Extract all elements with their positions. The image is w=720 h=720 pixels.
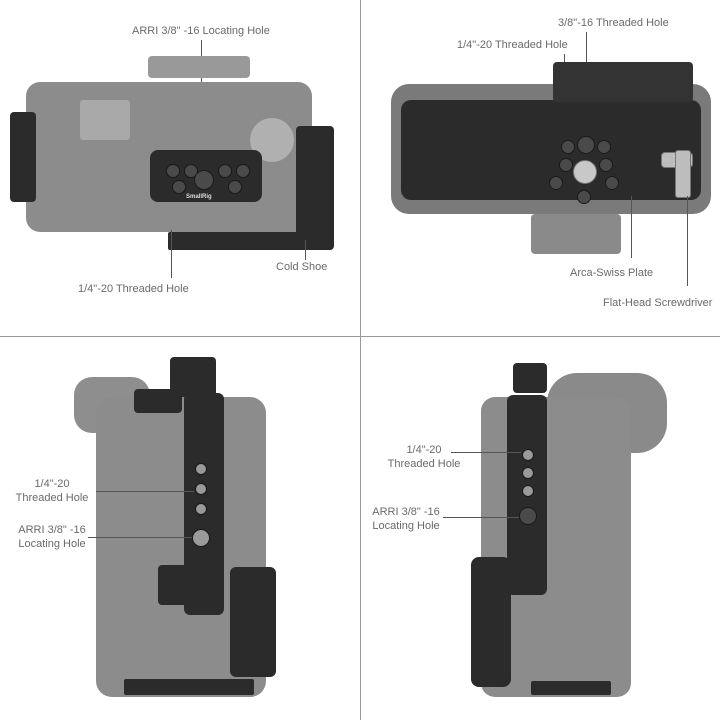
threaded-hole: [228, 180, 242, 194]
threaded-hole: [561, 140, 575, 154]
label-1-4-threaded-hole: 1/4"-20 Threaded Hole: [457, 39, 568, 51]
leader-line: [631, 196, 632, 258]
arri-locating-hole: [192, 529, 210, 547]
panel-top-view: ARRI 3/8" -16 Locating Hole SmallRig Col…: [0, 0, 360, 360]
label-cold-shoe: Cold Shoe: [276, 261, 328, 273]
cold-shoe: [134, 389, 182, 413]
threaded-hole: [549, 176, 563, 190]
cage-grip-arm: [471, 557, 511, 687]
threaded-hole: [195, 483, 207, 495]
leader-line: [88, 537, 192, 538]
threaded-hole: [597, 140, 611, 154]
label-threaded-hole: 1/4"-20 Threaded Hole: [78, 283, 189, 295]
cage-quick-release: [158, 565, 208, 605]
leader-line: [305, 240, 306, 260]
cage-left-plate: [10, 112, 36, 202]
threaded-hole: [195, 463, 207, 475]
leader-line: [171, 230, 172, 278]
leader-line: [443, 517, 519, 518]
threaded-hole: [166, 164, 180, 178]
arri-locating-hole: [194, 170, 214, 190]
label-arca-swiss-plate: Arca-Swiss Plate: [570, 267, 654, 279]
threaded-hole: [172, 180, 186, 194]
flat-head-screwdriver-handle: [675, 150, 691, 198]
threaded-hole: [577, 190, 591, 204]
label-threaded-hole: 1/4"-20 Threaded Hole: [15, 478, 89, 504]
cage-base: [531, 681, 611, 695]
leader-line: [96, 491, 194, 492]
threaded-hole: [605, 176, 619, 190]
panel-bottom-view: 3/8"-16 Threaded Hole 1/4"-20 Threaded H…: [361, 0, 720, 360]
label-arri-locating-hole: ARRI 3/8" -16 Locating Hole: [132, 25, 270, 37]
camera-screen: [80, 100, 130, 140]
label-arri-locating-hole: ARRI 3/8" -16 Locating Hole: [18, 524, 86, 550]
brand-mark: SmallRig: [186, 194, 212, 200]
vertical-divider: [360, 0, 361, 720]
threaded-hole: [599, 158, 613, 172]
camera-viewfinder: [148, 56, 250, 78]
panel-right-side-view: 1/4"-20 Threaded Hole ARRI 3/8" -16 Loca…: [361, 337, 720, 697]
label-threaded-hole: 1/4"-20 Threaded Hole: [387, 444, 461, 470]
mounting-screw: [573, 160, 597, 184]
horizontal-divider: [0, 336, 720, 337]
leader-line: [687, 196, 688, 286]
threaded-hole: [522, 485, 534, 497]
label-arri-locating-hole: ARRI 3/8" -16 Locating Hole: [372, 506, 440, 532]
arri-locating-hole: [519, 507, 537, 525]
3-8-threaded-hole: [577, 136, 595, 154]
cage-base: [124, 679, 254, 695]
threaded-hole: [522, 467, 534, 479]
threaded-hole: [218, 164, 232, 178]
cage-top-handle: [513, 363, 547, 393]
label-flat-head-screwdriver: Flat-Head Screwdriver: [603, 297, 713, 309]
cage-top-lip: [553, 62, 693, 102]
leader-line: [451, 452, 521, 453]
threaded-hole: [522, 449, 534, 461]
threaded-hole: [236, 164, 250, 178]
cage-bottom-rail: [168, 232, 308, 250]
cold-shoe-bracket: [296, 126, 334, 250]
threaded-hole: [195, 503, 207, 515]
threaded-hole: [559, 158, 573, 172]
cage-grip-arm: [230, 567, 276, 677]
panel-left-side-view: 1/4"-20 Threaded Hole ARRI 3/8" -16 Loca…: [0, 337, 360, 697]
camera-grip-bottom: [531, 214, 621, 254]
label-3-8-threaded-hole: 3/8"-16 Threaded Hole: [558, 17, 669, 29]
